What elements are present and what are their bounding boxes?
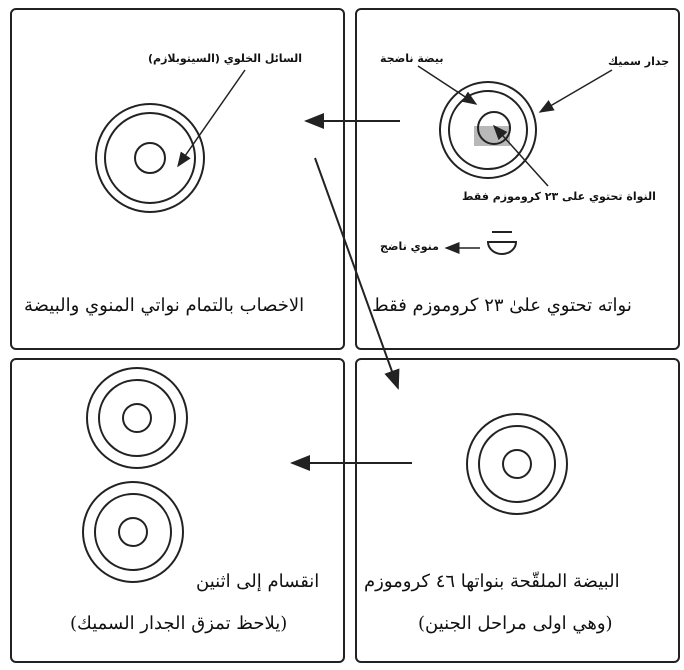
fertilized-egg (96, 104, 204, 212)
label-thick-wall: جدار سميك (608, 55, 669, 68)
cell-top (87, 368, 187, 468)
caption-division-note: (يلاحظ تمزق الجدار السميك) (70, 614, 287, 634)
arrow-p1-to-p4 (315, 158, 398, 388)
label-cytoplasm: السائل الخلوي (السيتوبلازم) (148, 52, 302, 65)
caption-division: انقسام إلى اثنين (196, 572, 319, 592)
sperm (488, 232, 516, 254)
label-sperm: منوي ناضج (380, 240, 439, 253)
caption-zygote: البيضة الملقّحة بنواتها ٤٦ كروموزم (364, 572, 620, 592)
caption-fertilization: الاخصاب بالتمام نواتي المنوي والبيضة (24, 296, 304, 316)
label-mature-egg: بيضة ناضجة (380, 52, 443, 65)
caption-mature-egg: نواته تحتوي علىٰ ٢٣ كروموزم فقط (372, 296, 632, 316)
caption-zygote-note: (وهي اولى مراحل الجنين) (418, 614, 613, 634)
cell-bottom (83, 482, 183, 582)
mature-egg (440, 82, 536, 178)
zygote (467, 414, 567, 514)
label-nucleus-23: النواة تحتوي على ٢٣ كروموزم فقط (462, 190, 656, 203)
